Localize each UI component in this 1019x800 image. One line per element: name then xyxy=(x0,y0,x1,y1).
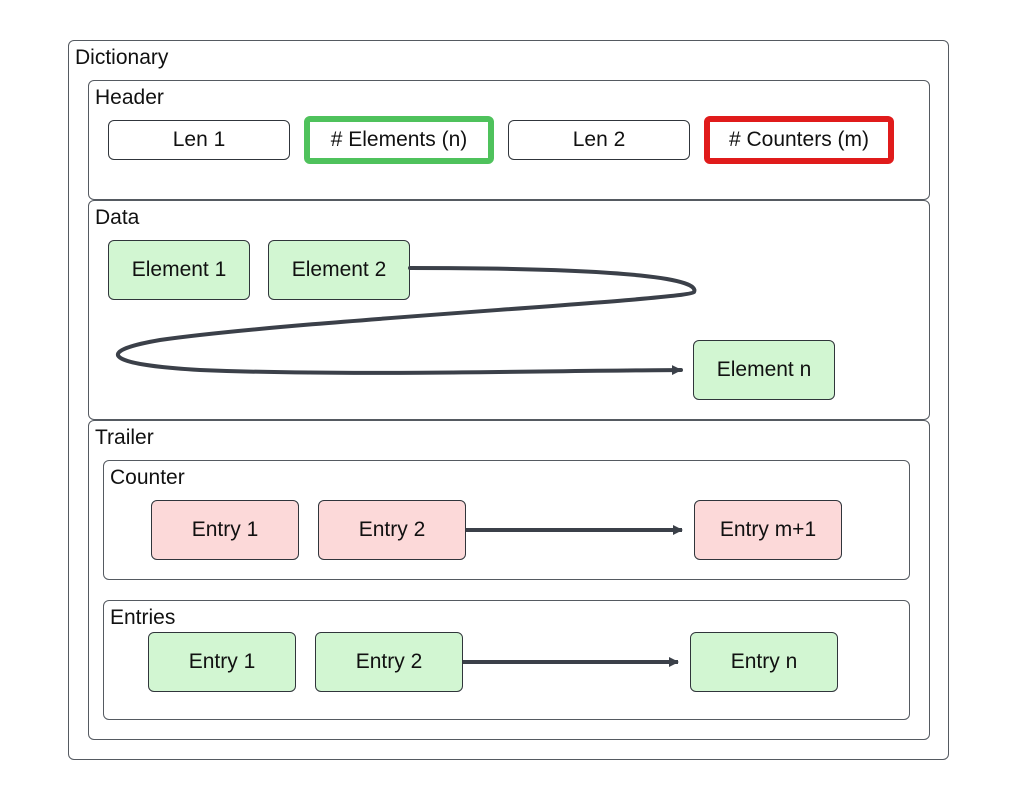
elements-count-field: # Elements (n) xyxy=(304,116,494,164)
data-label: Data xyxy=(95,206,140,229)
entries-entry-1-box: Entry 1 xyxy=(148,632,296,692)
counter-label: Counter xyxy=(110,466,185,489)
len-2-field: Len 2 xyxy=(508,120,690,160)
header-label: Header xyxy=(95,86,164,109)
len-1-field: Len 1 xyxy=(108,120,290,160)
counter-entry-m-plus-1-box: Entry m+1 xyxy=(694,500,842,560)
entries-label: Entries xyxy=(110,606,176,629)
entries-entry-2-box: Entry 2 xyxy=(315,632,463,692)
counters-count-field: # Counters (m) xyxy=(704,116,894,164)
counter-entry-2-box: Entry 2 xyxy=(318,500,466,560)
element-1-box: Element 1 xyxy=(108,240,250,300)
element-n-box: Element n xyxy=(693,340,835,400)
element-2-box: Element 2 xyxy=(268,240,410,300)
entries-entry-n-box: Entry n xyxy=(690,632,838,692)
counter-entry-1-box: Entry 1 xyxy=(151,500,299,560)
dictionary-label: Dictionary xyxy=(75,46,169,69)
trailer-label: Trailer xyxy=(95,426,154,449)
